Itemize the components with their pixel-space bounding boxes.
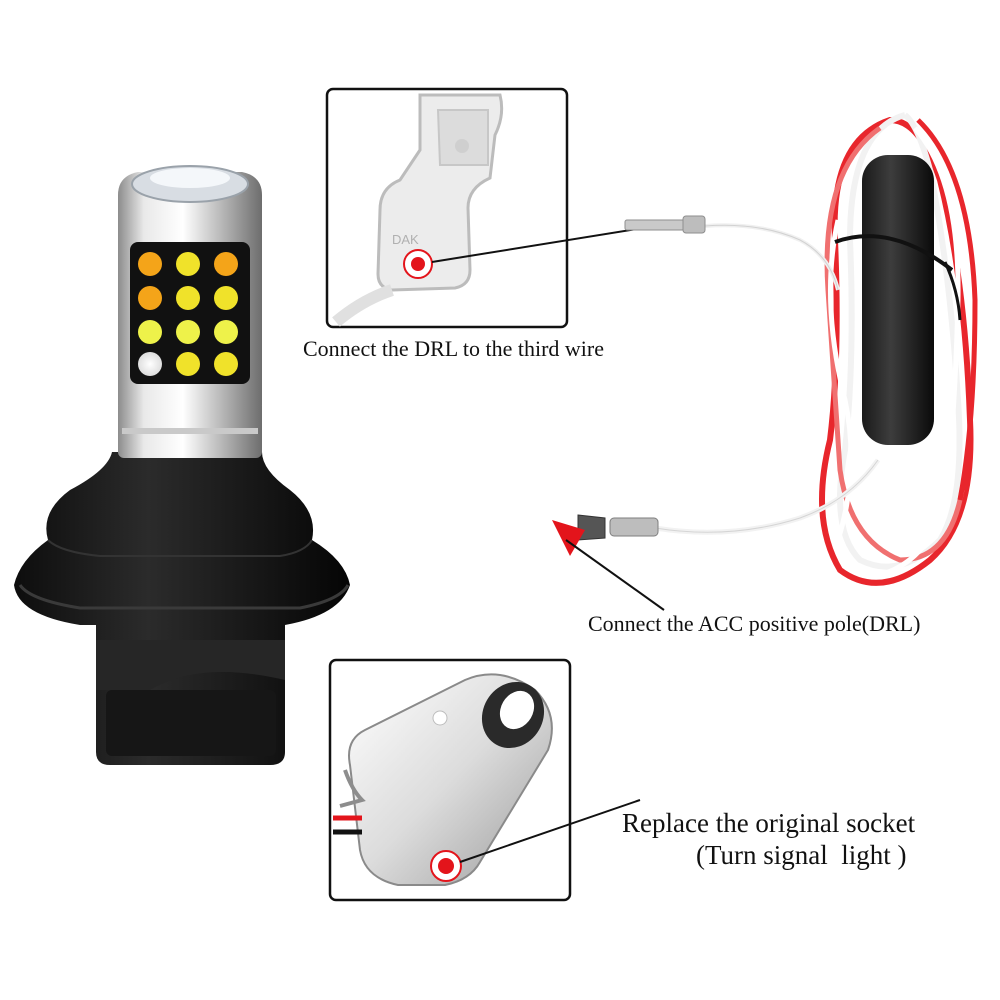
caption-acc: Connect the ACC positive pole(DRL): [588, 611, 921, 636]
inline-module: [862, 155, 934, 445]
pointer-line-acc: [565, 539, 665, 611]
led-board: [130, 242, 250, 384]
connector-stamp: DAK: [392, 232, 419, 247]
wire-harness: [577, 112, 978, 586]
pointer-line-socket: [459, 799, 641, 863]
wire-drl: [704, 223, 840, 291]
caption-socket-line1: Replace the original socket: [622, 808, 916, 838]
marker-arrow-acc: [552, 520, 585, 556]
socket-inset: [328, 658, 572, 902]
caption-drl: Connect the DRL to the third wire: [303, 336, 605, 361]
connector-inset: DAK: [325, 87, 569, 329]
led-array: [138, 252, 238, 376]
caption-socket-line2: (Turn signal light ): [696, 840, 907, 870]
led-bulb: [14, 165, 350, 765]
